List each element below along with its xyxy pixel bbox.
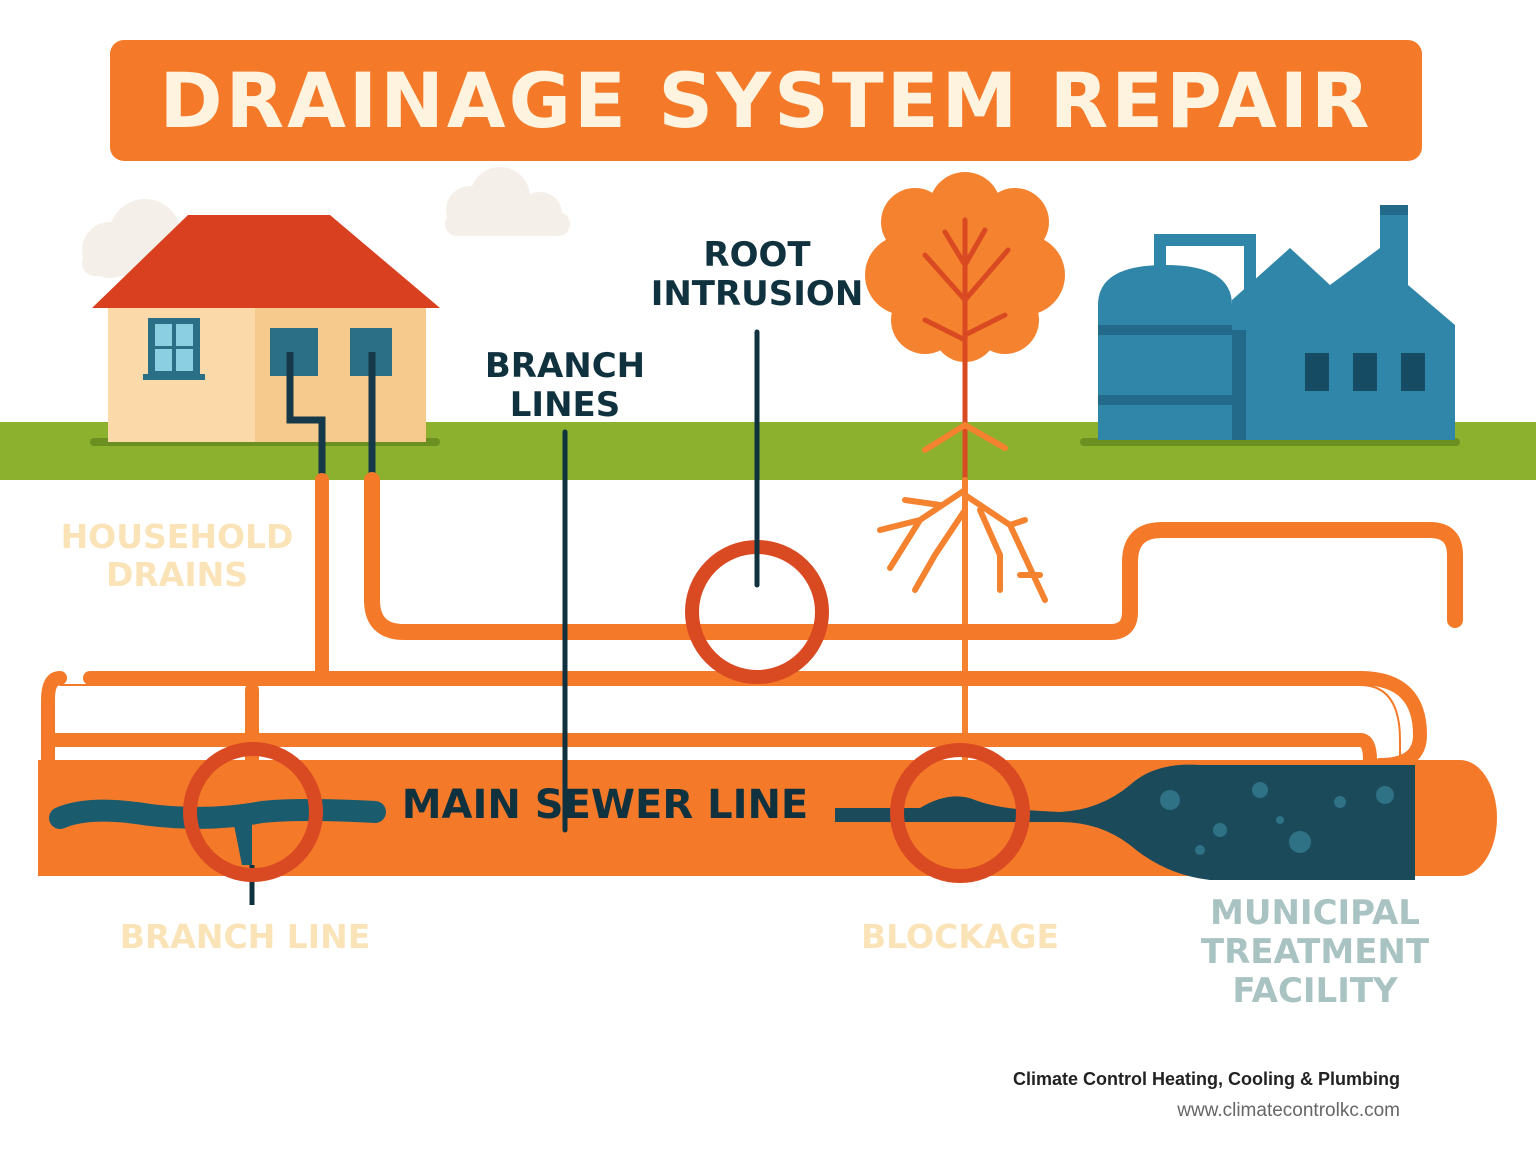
footer-company: Climate Control Heating, Cooling & Plumb… <box>1013 1069 1400 1089</box>
tree-icon <box>865 172 1065 763</box>
page-title: DRAINAGE SYSTEM REPAIR <box>159 56 1373 145</box>
cloud-icon <box>445 167 570 236</box>
leader-lines <box>562 329 760 833</box>
house-icon <box>90 215 440 480</box>
label-branch-line: BRANCH LINE <box>119 917 371 956</box>
label-main-sewer-line: MAIN SEWER LINE <box>401 782 809 828</box>
label-branch-lines: BRANCH LINES <box>484 346 646 425</box>
label-municipal-facility: MUNICIPAL TREATMENT FACILITY <box>1200 893 1430 1011</box>
label-household-drains: HOUSEHOLD DRAINS <box>60 517 294 594</box>
label-blockage: BLOCKAGE <box>860 917 1060 956</box>
treatment-facility-icon <box>1080 205 1460 446</box>
label-root-intrusion: ROOT INTRUSION <box>650 235 864 314</box>
title-banner: DRAINAGE SYSTEM REPAIR <box>110 40 1422 161</box>
footer-url[interactable]: www.climatecontrolkc.com <box>1177 1100 1400 1121</box>
